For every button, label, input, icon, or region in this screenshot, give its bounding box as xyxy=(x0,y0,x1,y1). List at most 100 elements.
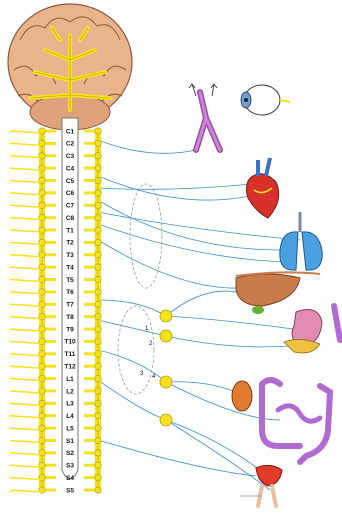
spinal-nerve xyxy=(10,403,42,405)
chain-ganglion xyxy=(95,252,101,258)
prevertebral-ganglion xyxy=(160,310,172,322)
chain-ganglion xyxy=(95,276,101,282)
segment-label-s1: S1 xyxy=(66,438,74,445)
chain-ganglion xyxy=(95,239,101,245)
chain-ganglion xyxy=(95,214,101,220)
segment-label-s4: S4 xyxy=(66,475,74,482)
spinal-nerve xyxy=(10,366,42,368)
spinal-nerve xyxy=(10,304,42,306)
spinal-nerve xyxy=(10,230,42,232)
chain-ganglion xyxy=(95,363,101,369)
segment-label-c2: C2 xyxy=(66,141,75,148)
spinal-nerve xyxy=(10,242,42,244)
ganglion-label-2: 2 xyxy=(149,341,153,347)
spinal-nerve xyxy=(10,341,42,343)
chain-ganglion xyxy=(95,351,101,357)
blood-vessel-icon xyxy=(189,84,220,150)
segment-label-t12: T12 xyxy=(64,364,76,371)
spinal-nerve xyxy=(10,292,42,294)
chain-ganglion xyxy=(95,437,101,443)
eye-icon xyxy=(241,85,290,115)
spinal-nerve xyxy=(10,168,42,170)
ganglion-label-1: 1 xyxy=(145,326,149,332)
nerve-fiber xyxy=(166,336,290,347)
chain-ganglion xyxy=(95,301,101,307)
spinal-nerve xyxy=(10,181,42,183)
segment-label-t5: T5 xyxy=(66,277,74,284)
chain-ganglion xyxy=(95,400,101,406)
lungs-icon xyxy=(280,212,322,270)
chain-ganglion xyxy=(95,128,101,134)
segment-label-t1: T1 xyxy=(66,227,74,234)
genitals-icon xyxy=(240,486,276,506)
spinal-nerve xyxy=(10,205,42,207)
segment-label-t10: T10 xyxy=(64,339,76,346)
chain-ganglion xyxy=(95,413,101,419)
chain-ganglion xyxy=(95,487,101,493)
segment-label-l2: L2 xyxy=(66,388,74,395)
nerve-fiber xyxy=(98,176,250,200)
chain-ganglion xyxy=(95,474,101,480)
kidney-icon xyxy=(232,381,252,411)
spinal-nerve xyxy=(10,218,42,220)
chain-ganglion xyxy=(95,227,101,233)
nerve-fiber xyxy=(98,440,256,476)
spinal-nerve xyxy=(10,453,42,455)
segment-label-s3: S3 xyxy=(66,463,74,470)
spinal-nerve xyxy=(10,143,42,145)
segment-label-l3: L3 xyxy=(66,401,74,408)
spinal-nerve xyxy=(10,478,42,480)
segment-label-c5: C5 xyxy=(66,178,75,185)
spinal-nerve xyxy=(10,428,42,430)
spinal-nerve xyxy=(10,329,42,331)
chain-ganglion xyxy=(95,153,101,159)
intestine-icon xyxy=(262,380,330,462)
segment-label-t11: T11 xyxy=(65,351,76,358)
spinal-nerve xyxy=(10,440,42,442)
spinal-nerve xyxy=(10,131,42,133)
chain-ganglion xyxy=(95,450,101,456)
segment-label-c6: C6 xyxy=(66,190,75,197)
segment-label-t9: T9 xyxy=(66,326,74,333)
segment-label-l1: L1 xyxy=(66,376,74,383)
chain-ganglion xyxy=(95,202,101,208)
segment-label-c3: C3 xyxy=(66,153,75,160)
spinal-nerve xyxy=(10,354,42,356)
chain-ganglion xyxy=(95,177,101,183)
chain-ganglion xyxy=(95,375,101,381)
prevertebral-ganglion xyxy=(160,330,172,342)
nerve-fiber xyxy=(166,420,260,470)
spinal-nerve xyxy=(10,156,42,158)
segment-label-t7: T7 xyxy=(66,302,74,309)
segment-label-c8: C8 xyxy=(66,215,75,222)
liver-icon xyxy=(236,272,320,314)
chain-ganglion xyxy=(95,425,101,431)
spinal-nerve xyxy=(10,255,42,257)
chain-ganglion xyxy=(95,326,101,332)
nerve-fiber xyxy=(98,320,166,336)
spinal-nerve xyxy=(10,391,42,393)
chain-ganglion xyxy=(95,289,101,295)
segment-label-c4: C4 xyxy=(66,165,75,172)
chain-ganglion xyxy=(95,140,101,146)
segment-label-t8: T8 xyxy=(66,314,74,321)
sympathetic-chains xyxy=(10,128,101,493)
ganglion-label-4: 4 xyxy=(152,374,156,380)
spinal-nerve xyxy=(10,416,42,418)
nerve-fiber xyxy=(98,300,166,316)
chain-ganglion xyxy=(95,165,101,171)
segment-label-s5: S5 xyxy=(66,487,74,494)
spinal-nerve xyxy=(10,193,42,195)
segment-label-t2: T2 xyxy=(66,240,74,247)
heart-icon xyxy=(246,158,278,218)
spinal-nerve xyxy=(10,280,42,282)
segment-label-c1: C1 xyxy=(66,128,75,135)
spinal-nerve xyxy=(10,317,42,319)
nerve-fiber xyxy=(98,240,240,288)
chain-ganglion xyxy=(95,338,101,344)
brain-icon xyxy=(8,4,132,130)
segment-label-l4: L4 xyxy=(66,413,74,420)
nerve-fiber xyxy=(166,316,300,330)
